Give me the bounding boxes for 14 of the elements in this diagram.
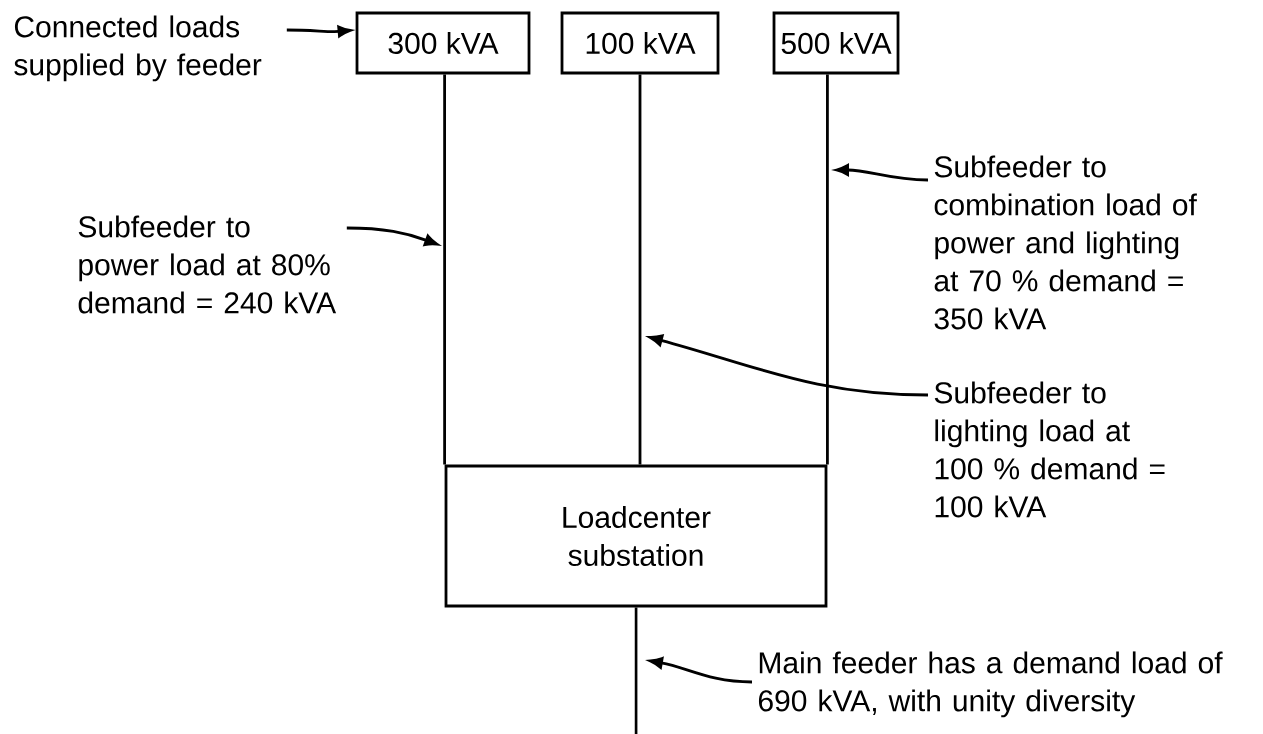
substation-box: Loadcenter substation: [444, 464, 828, 608]
annotation-text: Main feeder has a demand load of 690 kVA, with unity diversity: [758, 651, 1223, 718]
annotation-text: Subfeeder to lighting load at 100 % demand = 100 kVA: [934, 381, 1165, 518]
feeder-line: [826, 74, 829, 465]
annotation-text: Subfeeder to combination load of power and lighting at 70 % demand = 350 kVA: [934, 155, 1197, 330]
feeder-line: [638, 74, 642, 465]
feeder-line: [634, 607, 638, 734]
load-box: 500 kVA: [772, 11, 900, 75]
load-box: 100 kVA: [560, 11, 720, 75]
leader-arrow: [346, 226, 439, 246]
feeder-line: [443, 74, 446, 465]
annotation-text: Connected loads supplied by feeder: [14, 15, 262, 82]
annotation-text: Subfeeder to power load at 80% demand = 240 kVA: [78, 215, 337, 314]
load-box: 300 kVA: [355, 11, 531, 75]
